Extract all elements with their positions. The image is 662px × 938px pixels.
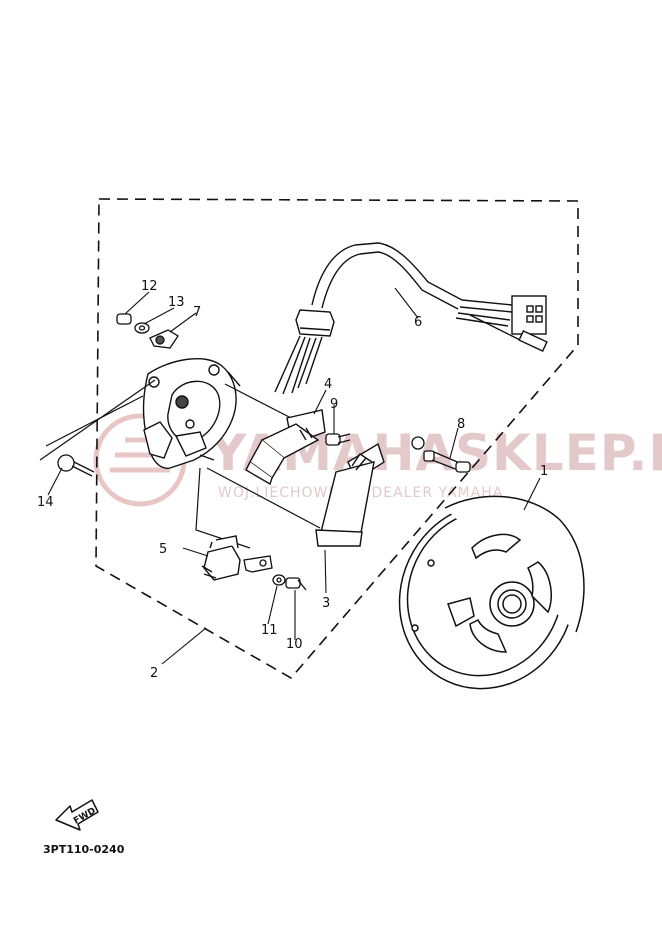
pickup-bracket [243, 555, 273, 573]
fwd-arrow-icon [55, 799, 99, 831]
part-code: 3PT110-0240 [43, 843, 125, 856]
stator-plate [142, 358, 241, 469]
callout-6: 6 [414, 315, 422, 330]
fwd-arrow: FWD [55, 799, 99, 831]
callout-8: 8 [457, 417, 465, 432]
assembly-boundary [95, 198, 579, 680]
callout-9: 9 [330, 397, 338, 412]
callout-14: 14 [37, 495, 54, 510]
wire-harness [274, 242, 548, 395]
callout-1: 1 [540, 464, 548, 479]
callout-11: 11 [261, 623, 278, 638]
callout-2: 2 [150, 666, 158, 681]
fasteners [57, 313, 471, 591]
callout-12: 12 [141, 279, 158, 294]
callout-4: 4 [324, 377, 332, 392]
callout-5: 5 [159, 542, 167, 557]
callout-3: 3 [322, 596, 330, 611]
callout-lines [47, 287, 541, 665]
callout-13: 13 [168, 295, 185, 310]
callouts: 1 2 3 4 5 6 7 8 9 10 11 12 13 14 [37, 279, 548, 681]
coil-upper [245, 409, 326, 486]
flywheel-rotor [398, 495, 585, 690]
coil-lower [315, 442, 385, 547]
pickup-coil [201, 535, 241, 581]
callout-7: 7 [193, 305, 201, 320]
callout-10: 10 [286, 637, 303, 652]
